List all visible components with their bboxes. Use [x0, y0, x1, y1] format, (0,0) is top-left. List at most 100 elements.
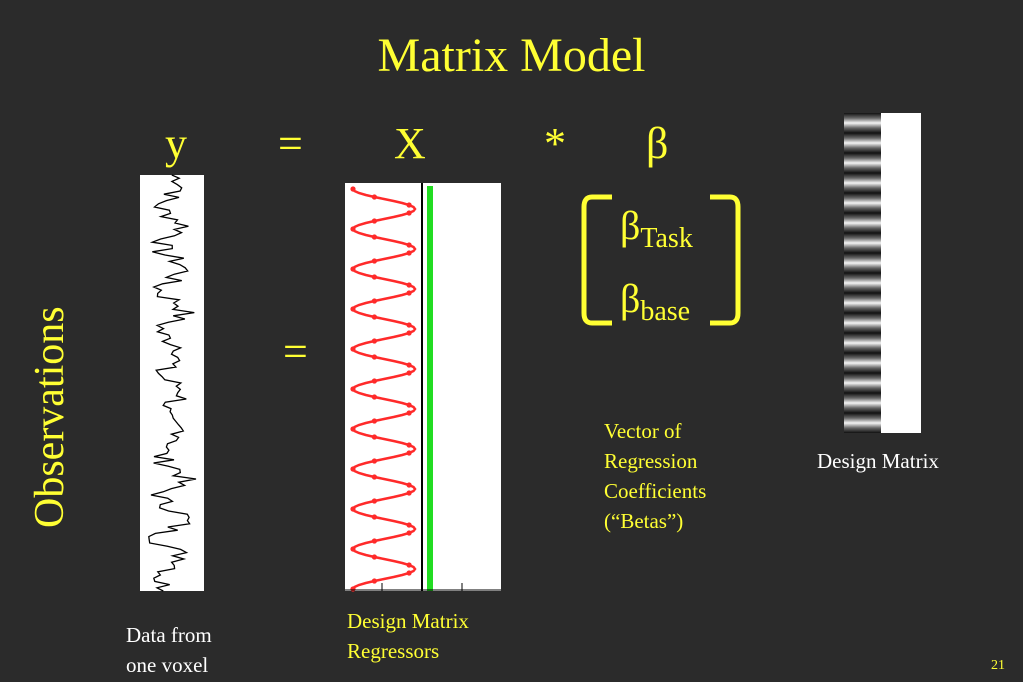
task-regressor-marker — [371, 458, 377, 464]
task-regressor-marker — [371, 434, 377, 440]
task-regressor-marker — [350, 226, 356, 232]
voxel-timeseries-plot — [140, 174, 204, 592]
design-matrix-stripe — [844, 253, 881, 273]
voxel-caption-line: one voxel — [126, 653, 209, 677]
task-regressor-marker — [406, 490, 412, 496]
beta-task-entry: βTask — [620, 196, 693, 269]
page-number: 21 — [991, 658, 1005, 673]
design-matrix-stripe — [844, 173, 881, 193]
coefficients-caption-line: (“Betas”) — [604, 509, 684, 533]
coefficients-caption-line: Vector of — [604, 419, 682, 443]
task-regressor-marker — [406, 362, 412, 368]
base-column — [881, 113, 921, 433]
beta-symbol: β — [646, 119, 669, 168]
design-matrix-stripe — [844, 373, 881, 393]
task-regressor-marker — [406, 370, 412, 376]
task-regressor-marker — [350, 186, 356, 192]
design-matrix-stripe — [844, 233, 881, 253]
task-regressor-marker — [406, 530, 412, 536]
task-regressor-marker — [406, 410, 412, 416]
voxel-signal-trace — [148, 174, 197, 592]
task-regressor-marker — [371, 194, 377, 200]
task-regressor-marker — [406, 402, 412, 408]
task-regressor-marker — [371, 354, 377, 360]
task-regressor-marker — [350, 466, 356, 472]
design-matrix-stripe — [844, 213, 881, 233]
design-matrix-stripe — [844, 353, 881, 373]
task-regressor-marker — [371, 418, 377, 424]
beta-vector: βTask βbase — [620, 196, 693, 342]
regressors-caption-line: Regressors — [347, 639, 440, 663]
equals-middle-symbol: = — [283, 327, 308, 376]
design-matrix-stripe — [844, 273, 881, 293]
design-matrix-image — [844, 113, 921, 433]
task-regressor-marker — [406, 290, 412, 296]
task-regressor-marker — [371, 474, 377, 480]
task-regressor-marker — [371, 538, 377, 544]
task-regressor-marker — [350, 346, 356, 352]
equals-symbol: = — [278, 119, 303, 168]
task-regressor-marker — [371, 578, 377, 584]
design-matrix-stripe — [844, 333, 881, 353]
task-regressor-marker — [371, 274, 377, 280]
voxel-caption: Data from one voxel — [126, 620, 212, 680]
regressors-caption-line: Design Matrix — [347, 609, 469, 633]
beta-vector-brackets — [581, 194, 741, 326]
design-matrix-stripe — [844, 313, 881, 333]
task-regressor-marker — [371, 378, 377, 384]
x-symbol: X — [394, 119, 426, 168]
task-regressor-marker — [350, 546, 356, 552]
coefficients-caption-line: Coefficients — [604, 479, 707, 503]
task-regressor-marker — [371, 298, 377, 304]
task-regressor-marker — [350, 506, 356, 512]
times-symbol: * — [544, 119, 566, 168]
task-regressor-marker — [406, 322, 412, 328]
task-regressor-marker — [371, 258, 377, 264]
right-bracket — [710, 194, 741, 326]
task-regressor-marker — [406, 562, 412, 568]
task-regressor-marker — [371, 234, 377, 240]
task-regressor-marker — [350, 586, 356, 592]
task-regressor-marker — [350, 386, 356, 392]
task-regressor-marker — [350, 306, 356, 312]
task-regressor-marker — [350, 426, 356, 432]
task-regressor-marker — [371, 314, 377, 320]
task-regressor-marker — [406, 330, 412, 336]
left-bracket — [581, 194, 612, 326]
task-regressor-marker — [371, 498, 377, 504]
design-matrix-regressors-plot — [345, 183, 501, 592]
coefficients-caption-line: Regression — [604, 449, 698, 473]
task-regressor-marker — [406, 450, 412, 456]
design-matrix-caption: Design Matrix — [817, 449, 939, 473]
task-regressor-markers — [350, 186, 412, 592]
task-regressor-marker — [371, 338, 377, 344]
task-regressor-marker — [371, 218, 377, 224]
voxel-plot-background — [140, 175, 204, 591]
task-regressor-marker — [406, 570, 412, 576]
beta-base-entry: βbase — [620, 269, 693, 342]
task-regressor-marker — [406, 250, 412, 256]
design-matrix-stripe — [844, 133, 881, 153]
task-regressor-marker — [406, 282, 412, 288]
design-matrix-stripe — [844, 393, 881, 413]
task-regressor-marker — [406, 482, 412, 488]
design-matrix-stripe — [844, 153, 881, 173]
task-regressor-marker — [406, 442, 412, 448]
task-regressor-marker — [371, 394, 377, 400]
regressors-caption: Design Matrix Regressors — [347, 606, 469, 666]
y-symbol: y — [165, 119, 187, 168]
design-matrix-stripe — [844, 113, 881, 133]
beta-task-subscript: Task — [640, 223, 693, 254]
coefficients-caption: Vector of Regression Coefficients (“Beta… — [604, 416, 706, 536]
task-column-stripes — [844, 113, 881, 433]
observations-label: Observations — [27, 306, 73, 528]
task-regressor-marker — [406, 202, 412, 208]
slide-title: Matrix Model — [377, 29, 646, 82]
design-matrix-stripe — [844, 293, 881, 313]
beta-base-subscript: base — [640, 296, 691, 327]
task-regressor-marker — [371, 554, 377, 560]
task-regressor-marker — [406, 522, 412, 528]
task-regressor-marker — [371, 514, 377, 520]
voxel-caption-line: Data from — [126, 623, 212, 647]
task-regressor-marker — [350, 266, 356, 272]
